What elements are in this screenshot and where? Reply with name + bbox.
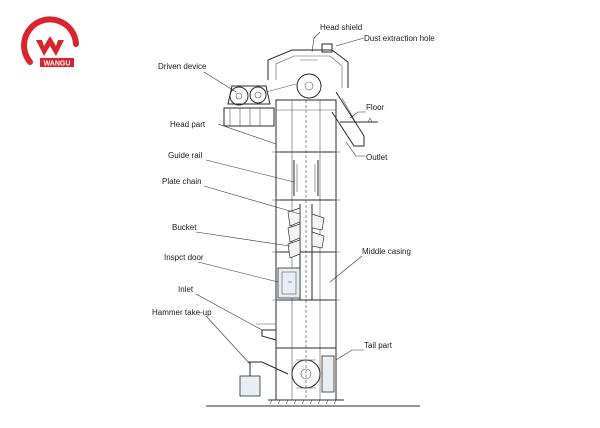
label-guide-rail: Guide rail (168, 151, 202, 160)
label-dust-extraction-hole: Dust extraction hole (364, 34, 435, 43)
label-head-part: Head part (170, 120, 206, 129)
label-floor: Floor (366, 103, 385, 112)
wangu-logo: WANGU (21, 16, 79, 68)
label-driven-device: Driven device (158, 62, 207, 71)
label-head-shield: Head shield (320, 23, 362, 32)
label-inspct-door: Inspct door (164, 253, 204, 262)
inspection-door (277, 267, 301, 299)
guide-rail (293, 160, 319, 196)
hammer-take-up (239, 361, 289, 397)
outlet-chute (331, 91, 365, 147)
floor-marker (340, 117, 378, 123)
label-tail-part: Tail part (364, 341, 393, 350)
inlet (256, 323, 277, 341)
label-bucket: Bucket (172, 223, 197, 232)
label-middle-casing: Middle casing (362, 247, 411, 256)
leader-lines (195, 31, 366, 365)
middle-casing (272, 100, 340, 400)
labels: Head shield Dust extraction hole Driven … (152, 23, 435, 350)
tail-part (275, 347, 337, 401)
label-hammer-take-up: Hammer take-up (152, 308, 212, 317)
driven-device (223, 83, 297, 127)
head-shield (267, 43, 349, 99)
ground-base (206, 399, 420, 407)
label-inlet: Inlet (178, 285, 194, 294)
logo-text: WANGU (44, 61, 71, 68)
label-plate-chain: Plate chain (162, 177, 202, 186)
label-outlet: Outlet (366, 153, 388, 162)
buckets (287, 207, 325, 259)
